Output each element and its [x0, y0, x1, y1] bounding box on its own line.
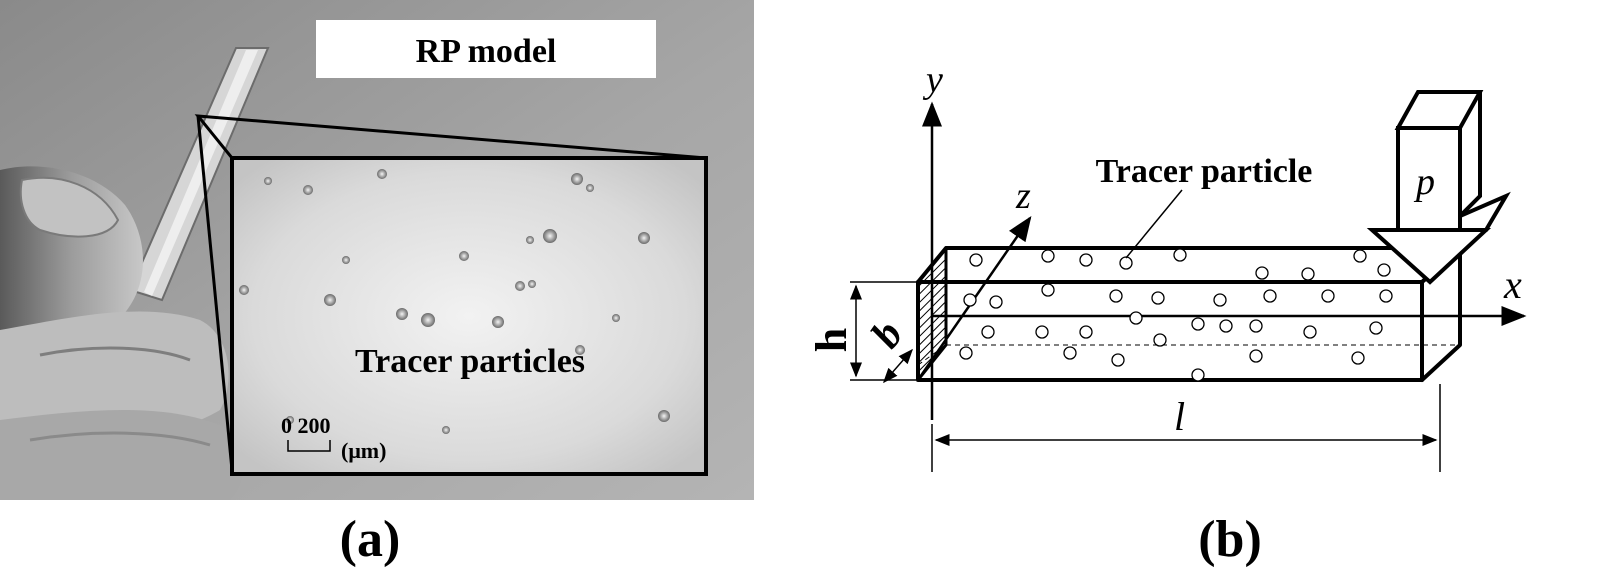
- dimension-b: [883, 348, 913, 384]
- photo-panel: RP model Tracer particles 0 200 (μm): [0, 0, 754, 500]
- dimension-l: [931, 384, 1441, 472]
- load-label: p: [1413, 161, 1435, 203]
- annotation-leader: [1125, 189, 1183, 259]
- dim-h-label: h: [807, 328, 856, 352]
- z-axis-label: z: [1015, 175, 1031, 217]
- hatched-end-face: [916, 246, 948, 382]
- y-axis-label: y: [922, 59, 943, 101]
- label-box-text: RP model: [416, 33, 557, 70]
- x-axis-label: x: [1503, 262, 1522, 307]
- caption-a: (a): [339, 511, 401, 568]
- svg-text:(μm): (μm): [341, 438, 386, 463]
- tracer-beads: [239, 169, 670, 434]
- inset-image: [230, 156, 708, 476]
- scale-bar: 0 200 (μm): [281, 413, 386, 463]
- svg-text:0 200: 0 200: [281, 413, 331, 438]
- label-box: [316, 20, 656, 78]
- inset-label: Tracer particles: [355, 343, 585, 380]
- beam-diagram: y x z Tracer particle: [807, 59, 1527, 472]
- load-arrow: [1366, 90, 1511, 285]
- annotation-label: Tracer particle: [1096, 153, 1313, 190]
- beam-particles: [959, 248, 1393, 382]
- dim-l-label: l: [1174, 394, 1185, 439]
- dim-b-label: b: [862, 313, 912, 357]
- caption-b: (b): [1198, 511, 1262, 568]
- glass-tube: [128, 47, 270, 302]
- hand: [0, 166, 244, 500]
